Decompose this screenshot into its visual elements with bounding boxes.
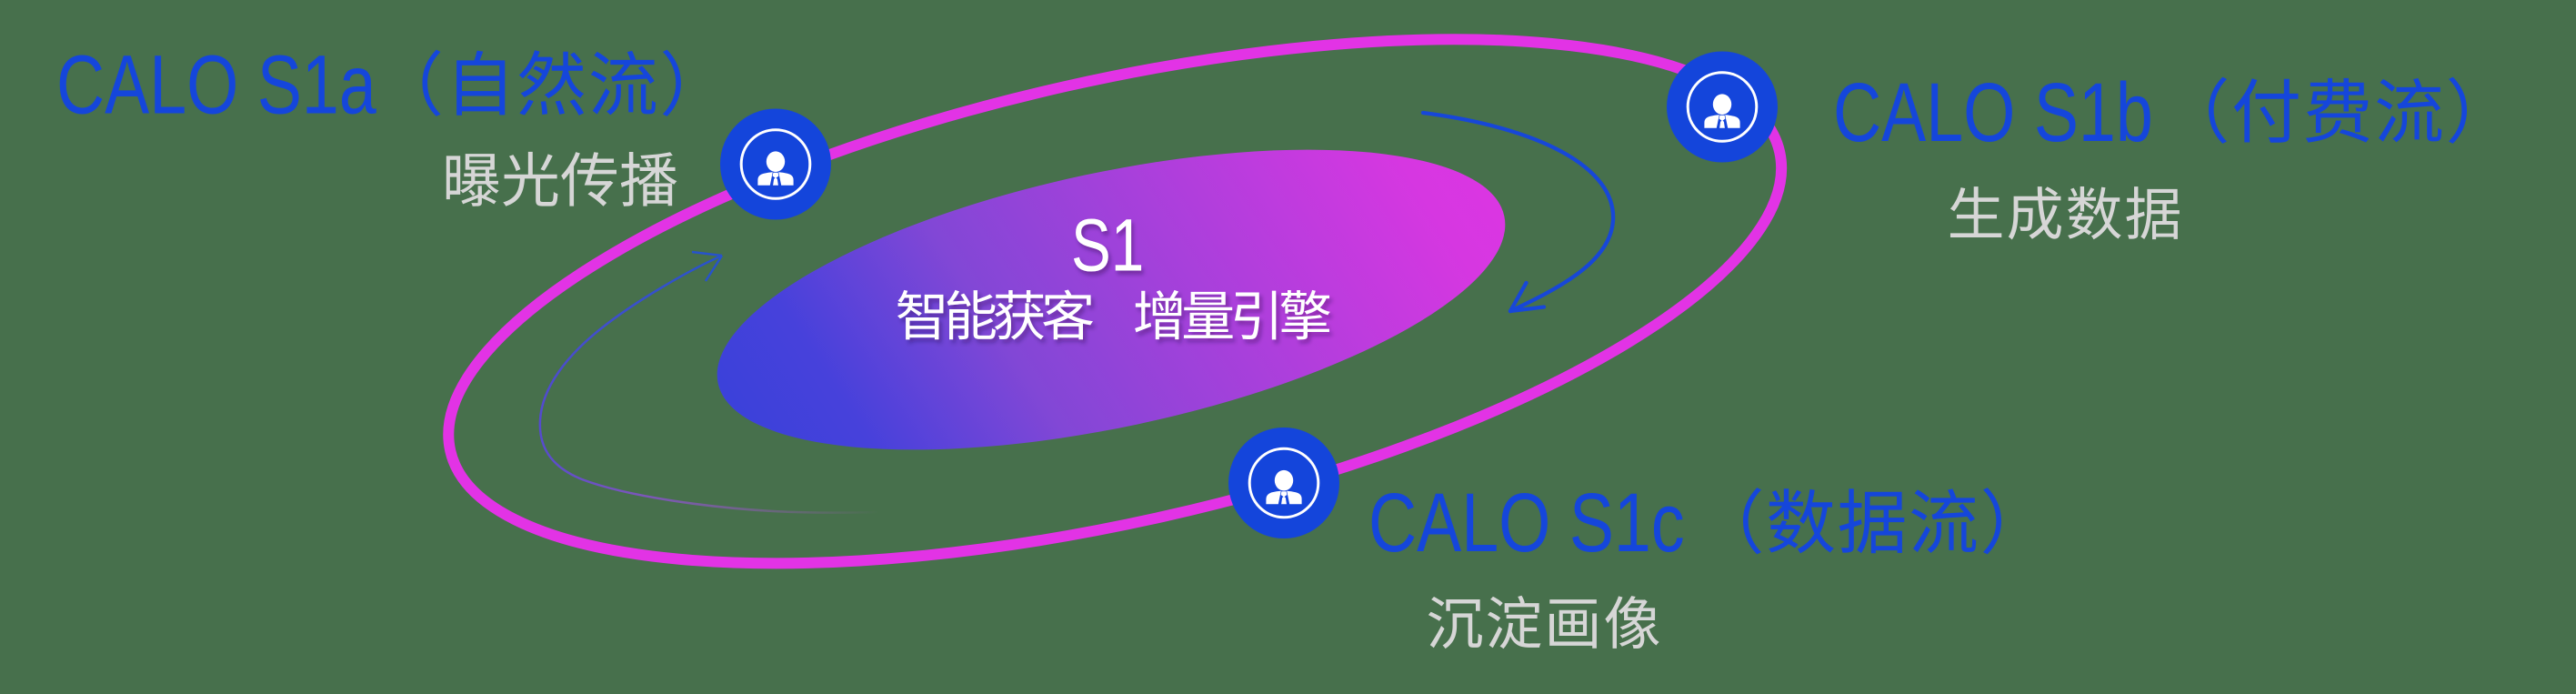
svg-text:S1: S1 xyxy=(1071,204,1144,287)
svg-text:CALO S1a: CALO S1a xyxy=(56,38,376,132)
svg-text:CALO S1b: CALO S1b xyxy=(1833,65,2153,159)
svg-text:CALO S1c: CALO S1c xyxy=(1368,476,1685,569)
